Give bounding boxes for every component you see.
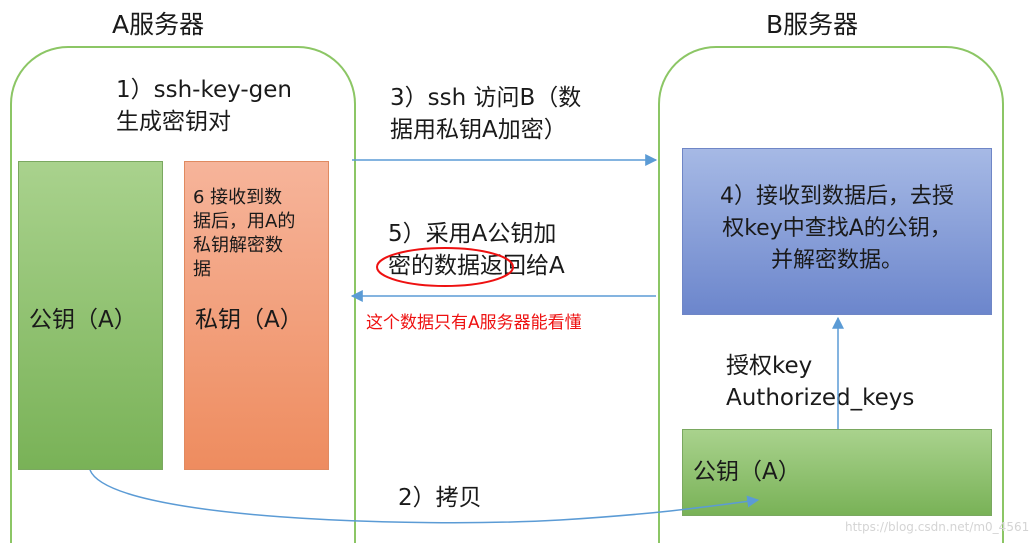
step1-text: 1）ssh-key-gen 生成密钥对	[116, 74, 292, 138]
server-b-pane	[658, 46, 1004, 543]
step3-text: 3）ssh 访问B（数 据用私钥A加密）	[390, 82, 581, 146]
step2-label: 2）拷贝	[398, 485, 482, 511]
authorized-keys-line2: Authorized_keys	[726, 385, 915, 411]
step1-line2: 生成密钥对	[116, 109, 231, 135]
authorized-keys-text: 授权key Authorized_keys	[726, 350, 914, 414]
step5-line1: 5）采用A公钥加	[388, 221, 557, 247]
authorized-keys-line1: 授权key	[726, 353, 813, 379]
step2-copy-arrow	[89, 469, 760, 524]
private-key-a-label: 私钥（A）	[195, 307, 303, 333]
step5-note: 这个数据只有A服务器能看懂	[366, 313, 582, 333]
step3-line2: 据用私钥A加密）	[390, 117, 567, 143]
step6-text: 6 接收到数 据后，用A的 私钥解密数 据	[193, 186, 295, 282]
watermark: https://blog.csdn.net/m0_4561	[845, 520, 1029, 534]
step4-block: 4）接收到数据后，去授 权key中查找A的公钥， 并解密数据。	[682, 148, 992, 315]
server-a-title: A服务器	[112, 10, 205, 39]
step6-line1: 6 接收到数	[193, 187, 283, 208]
public-key-a-label: 公钥（A）	[29, 307, 137, 333]
public-key-a-block: 公钥（A）	[18, 161, 163, 470]
step1-line1: 1）ssh-key-gen	[116, 77, 292, 103]
server-b-title: B服务器	[766, 10, 859, 39]
connector-layer	[89, 154, 844, 524]
step6-line3: 私钥解密数	[193, 235, 283, 256]
public-key-b-block: 公钥（A）	[682, 429, 992, 516]
private-key-a-block: 6 接收到数 据后，用A的 私钥解密数 据 私钥（A）	[184, 161, 329, 470]
step3-line1: 3）ssh 访问B（数	[390, 85, 582, 111]
public-key-b-label: 公钥（A）	[693, 459, 801, 485]
highlight-ellipse	[376, 247, 514, 287]
step4-line3: 并解密数据。	[770, 248, 903, 273]
step4-line2: 权key中查找A的公钥，	[722, 216, 952, 241]
step6-line2: 据后，用A的	[193, 211, 296, 232]
step4-text: 4）接收到数据后，去授 权key中查找A的公钥， 并解密数据。	[683, 181, 991, 277]
step6-line4: 据	[193, 259, 211, 280]
step5-line2: 密的数据返回给A	[388, 253, 565, 279]
step4-line1: 4）接收到数据后，去授	[720, 184, 954, 209]
step5-text: 5）采用A公钥加 密的数据返回给A	[388, 218, 565, 282]
